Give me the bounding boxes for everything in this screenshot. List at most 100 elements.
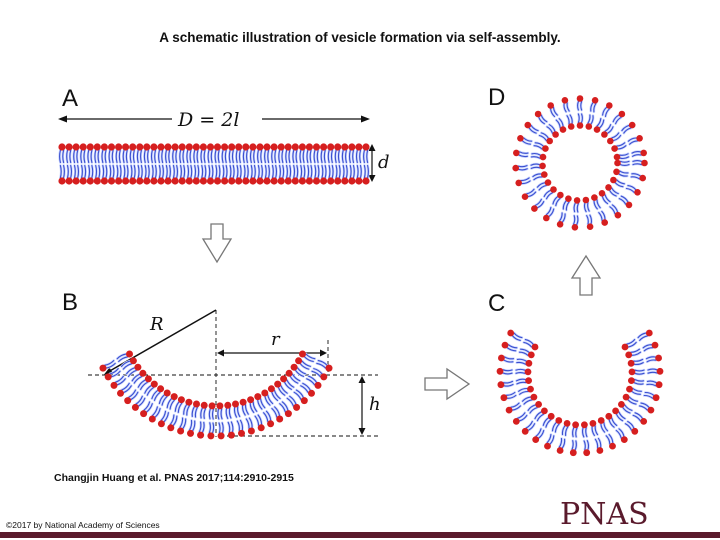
lipid: [256, 164, 264, 185]
lipid: [224, 401, 233, 420]
lipid: [263, 164, 271, 185]
vesicle: [512, 95, 648, 231]
lipid: [199, 401, 208, 420]
lipid: [274, 380, 289, 397]
lipid: [512, 164, 529, 172]
lipid: [72, 143, 80, 164]
lipid: [312, 164, 321, 185]
thickness-arrow: [368, 144, 376, 182]
lipid: [150, 143, 158, 164]
lipid: [531, 198, 545, 212]
lipid: [569, 439, 578, 457]
lipid: [312, 143, 321, 164]
lipid: [621, 338, 638, 351]
lipid: [629, 172, 646, 182]
lipid: [291, 143, 299, 164]
lipid: [526, 401, 542, 415]
lipid: [320, 164, 328, 185]
lipid: [627, 135, 643, 146]
lipid: [497, 380, 515, 389]
lipid: [581, 421, 589, 439]
lipid: [197, 420, 206, 439]
lipid: [217, 421, 225, 440]
lipid: [612, 407, 627, 422]
lipid: [576, 112, 584, 129]
lipid: [249, 143, 257, 164]
lipid: [107, 143, 116, 164]
lipid: [641, 341, 659, 353]
lipid: [521, 420, 536, 435]
lipid: [604, 433, 616, 450]
lipid: [299, 382, 315, 397]
lipid: [280, 375, 295, 391]
lipid: [605, 412, 618, 429]
lipid: [627, 358, 645, 367]
lipid: [341, 164, 349, 185]
lipid: [121, 143, 130, 164]
lipid: [178, 164, 186, 185]
lipid: [622, 393, 639, 406]
lipid: [262, 410, 275, 428]
lipid: [206, 143, 215, 164]
lipid: [242, 164, 250, 185]
lipid: [611, 110, 626, 125]
lipid: [505, 401, 522, 414]
lipid: [199, 143, 207, 164]
lipid: [327, 143, 335, 164]
lipid: [239, 398, 250, 417]
lipid: [645, 379, 663, 389]
copyright-notice: ©2017 by National Academy of Sciences: [6, 520, 160, 530]
lipid: [100, 143, 108, 164]
lipid: [532, 427, 545, 443]
lipid: [115, 350, 133, 363]
lipid: [277, 164, 285, 185]
thickness-label: d: [378, 152, 390, 173]
lipid: [228, 164, 236, 185]
lipid: [254, 393, 267, 411]
lipid: [278, 400, 292, 418]
lipid: [585, 113, 595, 130]
lipid: [362, 143, 370, 164]
lipid: [533, 407, 548, 422]
lipid: [235, 164, 243, 185]
chord-arrow: [217, 349, 327, 357]
lipid: [542, 412, 555, 429]
lipid: [355, 143, 363, 164]
lipid: [613, 168, 630, 178]
lipid: [561, 420, 571, 437]
lipid: [114, 143, 123, 164]
lipid: [58, 143, 66, 164]
lipid: [124, 388, 140, 405]
lipid: [93, 143, 101, 164]
lipid: [157, 143, 165, 164]
lipid: [642, 391, 660, 402]
lipid: [530, 152, 547, 161]
lipid: [177, 416, 188, 435]
lipid: [597, 210, 608, 226]
lipid: [561, 195, 572, 212]
lipid: [305, 374, 322, 389]
lipid: [341, 143, 349, 164]
lipid: [615, 427, 628, 443]
lipid: [192, 164, 200, 185]
lipid: [185, 143, 193, 164]
lipid: [284, 143, 292, 164]
lipid: [613, 152, 630, 161]
pnas-logo: PNAS: [560, 497, 649, 532]
lipid: [582, 196, 591, 213]
lipid: [631, 411, 648, 425]
lipid: [544, 433, 556, 450]
lipid: [561, 97, 571, 114]
lipid: [645, 354, 662, 364]
lipid: [93, 164, 101, 185]
lipid: [285, 369, 302, 385]
lipid: [190, 400, 200, 419]
lipid: [86, 164, 94, 185]
lipid: [630, 149, 647, 158]
lipid: [593, 117, 605, 133]
lipid: [513, 149, 530, 158]
lipid: [601, 102, 613, 118]
lipid: [591, 194, 602, 211]
lipid: [524, 121, 540, 135]
